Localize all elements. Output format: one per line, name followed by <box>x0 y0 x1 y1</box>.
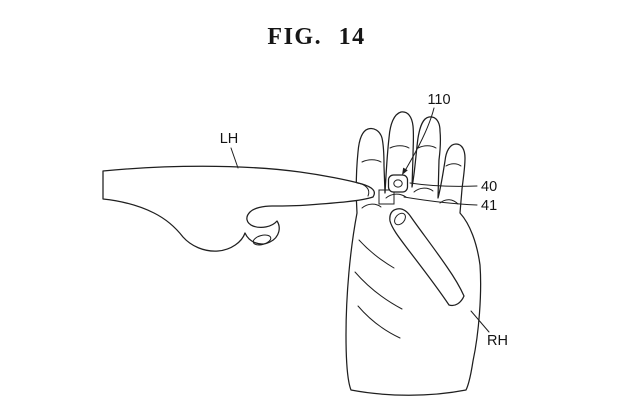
label-lh: LH <box>220 131 239 147</box>
ring-device-opening <box>393 179 403 188</box>
label-rh: RH <box>487 333 508 349</box>
label-41: 41 <box>481 198 497 214</box>
ring-device-body <box>387 174 409 193</box>
leader-line-41 <box>403 196 478 206</box>
index-finger-nail <box>356 182 370 197</box>
right-thumb-drawing <box>389 208 465 307</box>
left-hand-drawing <box>102 165 375 252</box>
curled-finger-nail <box>252 234 272 246</box>
leader-lines <box>230 107 490 333</box>
thumb-nail <box>394 212 406 226</box>
ring-device-drawing <box>378 174 409 205</box>
leader-line-lh <box>230 147 239 169</box>
label-110: 110 <box>427 92 450 108</box>
left-hand-outline <box>102 165 375 252</box>
label-40: 40 <box>481 179 497 195</box>
leader-line-rh <box>470 310 490 333</box>
palm-crease-lines <box>354 239 403 339</box>
figure-title: FIG. 14 <box>267 24 366 50</box>
component-41-box <box>378 189 395 205</box>
leader-arrow-110 <box>402 107 435 175</box>
right-hand-drawing <box>345 111 482 396</box>
leader-line-40 <box>409 182 478 187</box>
